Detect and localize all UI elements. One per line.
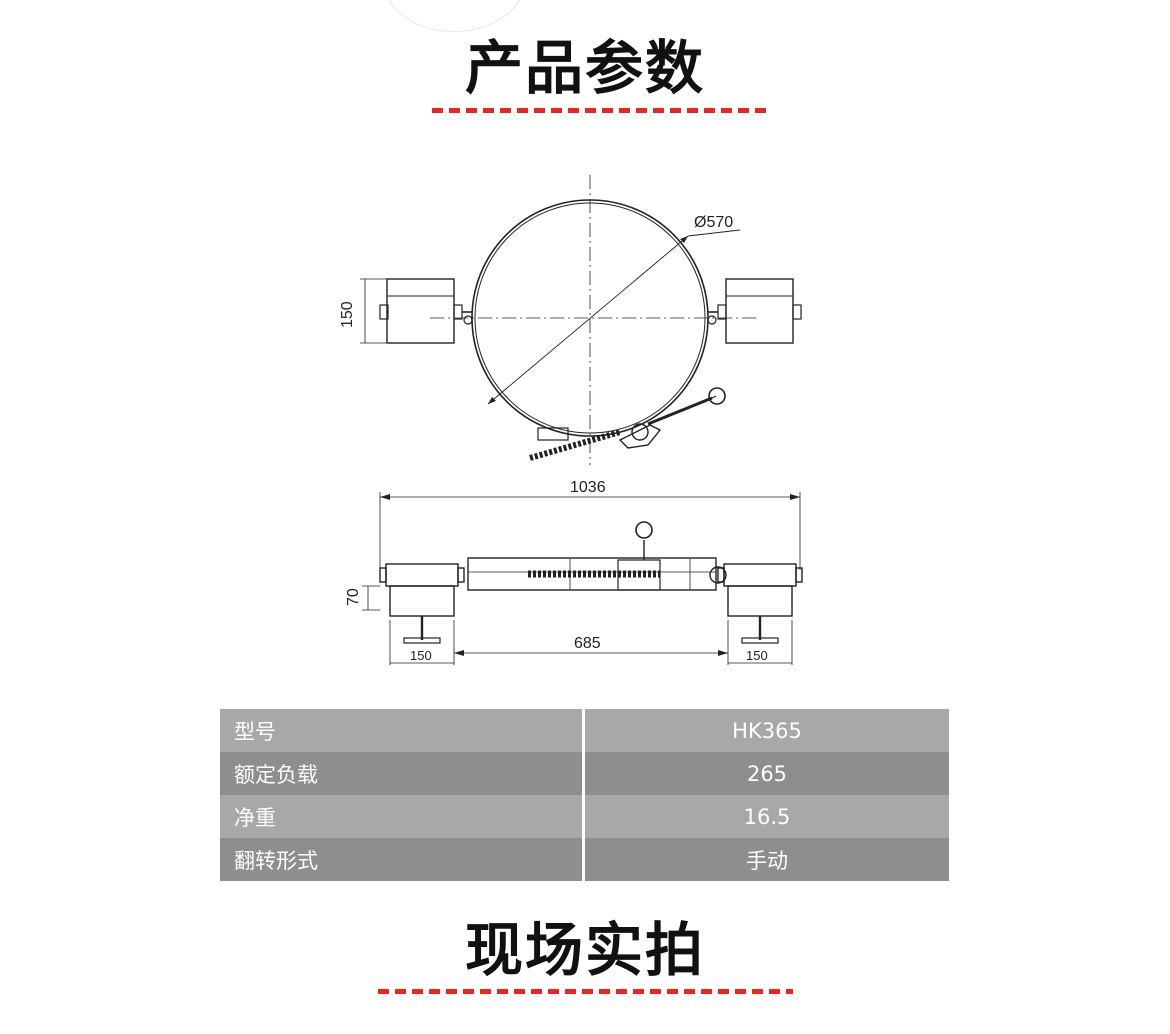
top-view [360,175,802,465]
table-row: 额定负载 265 [220,752,949,795]
left-counterweight [386,278,455,344]
table-row: 翻转形式 手动 [220,838,949,881]
technical-drawing: Ø570 150 [320,165,860,675]
inner-width-label: 685 [574,635,601,652]
side-height-label: 70 [345,588,362,606]
right-counterweight [725,278,794,344]
side-drum-body [467,557,717,591]
side-view [362,492,803,665]
right-foot-width-label: 150 [746,648,768,663]
top-height-label: 150 [339,301,356,328]
spec-value: 手动 [583,838,949,881]
title-underline-dashed [432,108,772,113]
spec-label: 翻转形式 [220,838,585,881]
spec-label: 净重 [220,795,585,838]
table-row: 净重 16.5 [220,795,949,838]
spec-table: 型号 HK365 额定负载 265 净重 16.5 翻转形式 手动 [220,709,949,881]
spec-label: 型号 [220,709,585,752]
overall-width-label: 1036 [570,479,606,496]
spec-value: HK365 [583,709,949,752]
diameter-label: Ø570 [694,214,733,231]
photos-section-title: 现场实拍 [464,916,705,984]
spec-label: 额定负载 [220,752,585,795]
left-foot-width-label: 150 [410,648,432,663]
table-row: 型号 HK365 [220,709,949,752]
spec-value: 16.5 [583,795,949,838]
spec-value: 265 [583,752,949,795]
params-section-title: 产品参数 [464,34,705,102]
title-underline-dashed [378,989,793,994]
